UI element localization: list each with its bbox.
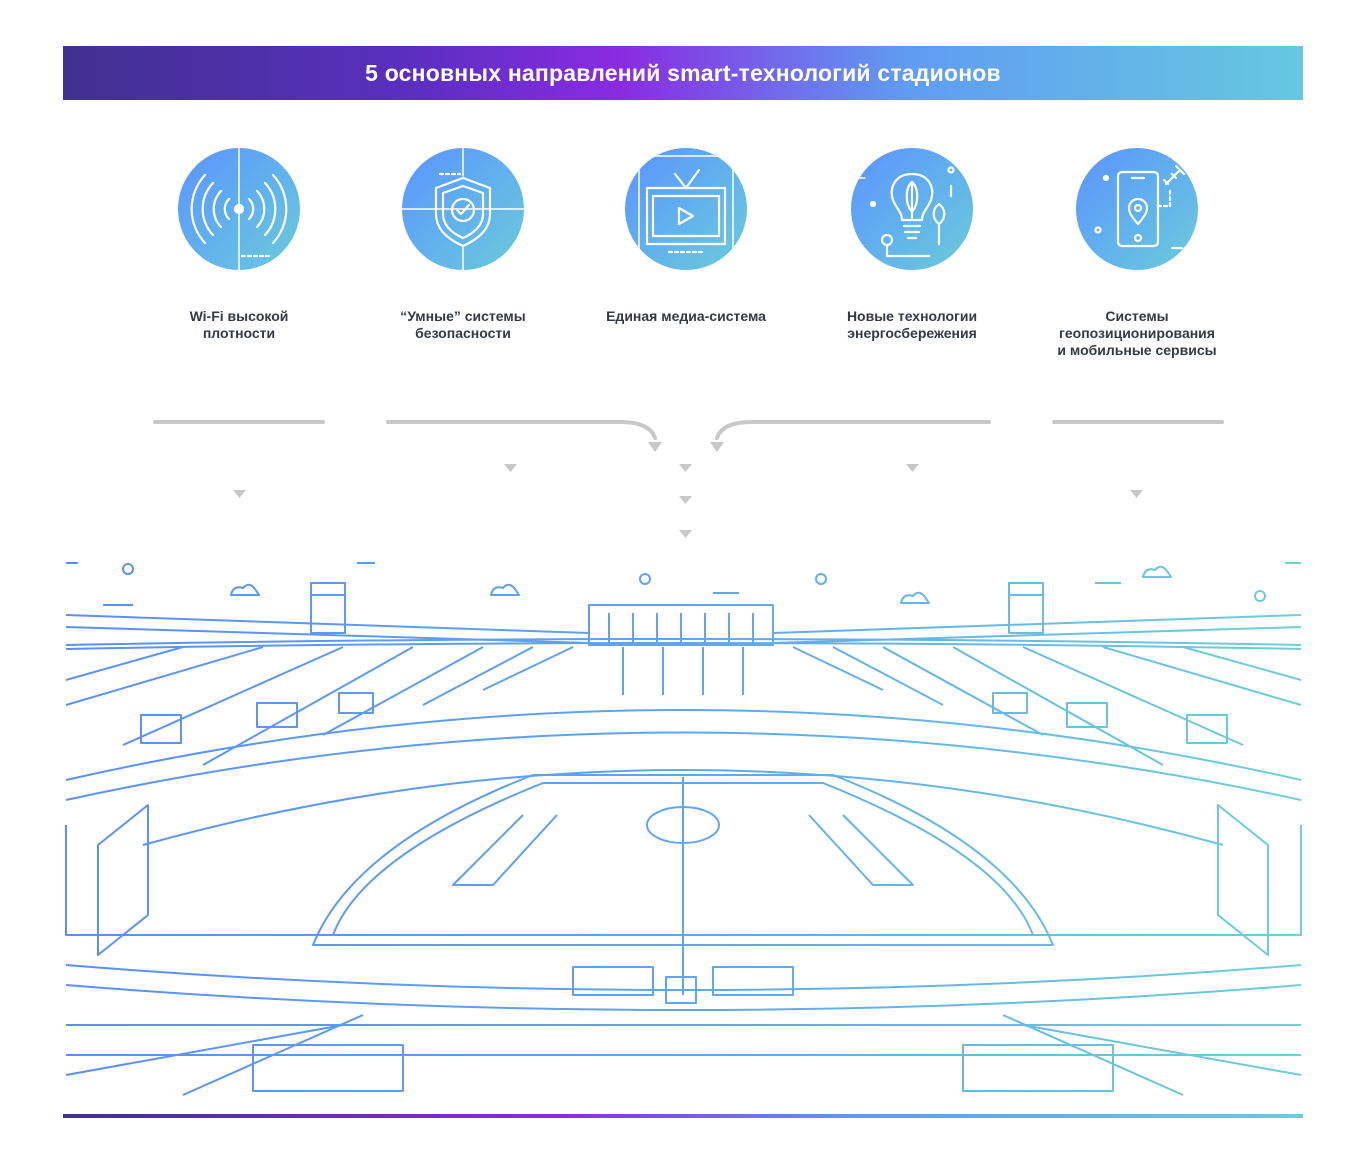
- feature-security: “Умные” системы безопасности: [368, 148, 558, 342]
- arrow-down-icon: [1130, 490, 1143, 498]
- arrow-down-icon: [504, 464, 517, 472]
- feature-energy: Новые технологии энергосбережения: [817, 148, 1007, 342]
- arrow-down-icon: [679, 530, 692, 538]
- feature-geolocation: Системы геопозиционирования и мобильные …: [1042, 148, 1232, 359]
- feature-label: Новые технологии энергосбережения: [846, 308, 978, 341]
- tv-media-icon: [625, 148, 747, 270]
- arrow-down-icon: [648, 442, 662, 452]
- feature-wifi: Wi-Fi высокой плотности: [144, 148, 334, 342]
- geolocation-phone-icon: [1076, 148, 1198, 270]
- arrow-down-icon: [679, 496, 692, 504]
- stadium-illustration: [65, 562, 1302, 1096]
- feature-label: Системы геопозиционирования и мобильные …: [1057, 308, 1217, 358]
- wifi-icon: [178, 148, 300, 270]
- feature-media: Единая медиа-система: [591, 148, 781, 325]
- bottom-gradient-rule: [63, 1114, 1303, 1118]
- connector-line: [715, 420, 991, 440]
- energy-bulb-icon: [851, 148, 973, 270]
- feature-label: Единая медиа-система: [606, 308, 766, 324]
- feature-label: “Умные” системы безопасности: [400, 308, 526, 341]
- arrow-down-icon: [906, 464, 919, 472]
- header-banner: 5 основных направлений smart-технологий …: [63, 46, 1303, 100]
- connector-arrows: [153, 420, 1224, 538]
- arrow-down-icon: [710, 442, 724, 452]
- arrow-down-icon: [679, 464, 692, 472]
- connector-line: [386, 420, 657, 440]
- security-shield-icon: [402, 148, 524, 270]
- page-title: 5 основных направлений smart-технологий …: [365, 59, 1001, 86]
- feature-label: Wi-Fi высокой плотности: [189, 308, 289, 341]
- arrow-down-icon: [233, 490, 246, 498]
